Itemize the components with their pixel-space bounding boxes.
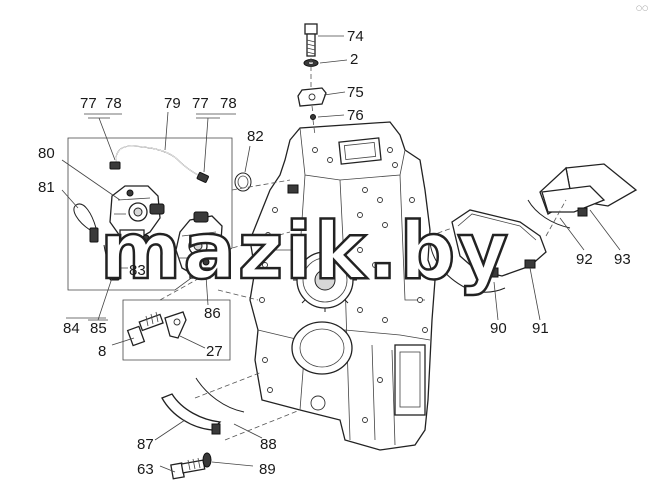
housing-bolt-holes — [259, 147, 428, 423]
cover-90-91 — [429, 209, 547, 293]
callout-63: 63 — [137, 461, 154, 478]
callout-76: 76 — [347, 107, 364, 124]
callout-78b: 78 — [220, 95, 237, 112]
callout-92: 92 — [576, 251, 593, 268]
callout-82: 82 — [247, 128, 264, 145]
callout-75: 75 — [347, 84, 364, 101]
callout-77b: 77 — [192, 95, 209, 112]
bolt-63-washer-89 — [170, 452, 212, 480]
callout-83: 83 — [129, 262, 146, 279]
callout-93: 93 — [614, 251, 631, 268]
callout-86: 86 — [204, 305, 221, 322]
callout-8: 8 — [98, 343, 106, 360]
valve-body-86 — [175, 211, 223, 279]
bolt-8-plate-27 — [122, 299, 231, 361]
tube-79 — [109, 145, 209, 183]
top-bolt-assembly — [297, 23, 327, 136]
callout-90: 90 — [490, 320, 507, 337]
callout-78a: 78 — [105, 95, 122, 112]
assembly-guide-lines — [159, 179, 567, 441]
cover-92-93 — [527, 163, 638, 229]
watermark: mazik.by — [100, 207, 510, 297]
callout-2: 2 — [350, 51, 358, 68]
callout-88: 88 — [260, 436, 277, 453]
callout-85: 85 — [90, 320, 107, 337]
callout-79: 79 — [164, 95, 181, 112]
callout-81: 81 — [38, 179, 55, 196]
callout-27: 27 — [206, 343, 223, 360]
gearbox-housing — [249, 121, 436, 451]
callout-80: 80 — [38, 145, 55, 162]
corner-mark: ○○ — [636, 4, 648, 12]
callout-74: 74 — [347, 28, 364, 45]
callout-87: 87 — [137, 436, 154, 453]
callout-89: 89 — [259, 461, 276, 478]
callout-labels: 74 2 75 76 77 78 79 77 78 80 81 82 83 84… — [38, 28, 631, 478]
cover-87-88 — [161, 377, 245, 435]
valve-body-80 — [109, 185, 165, 243]
hose-81 — [73, 203, 120, 281]
callout-77a: 77 — [80, 95, 97, 112]
callout-91: 91 — [532, 320, 549, 337]
leader-lines — [61, 35, 621, 473]
callout-84: 84 — [63, 320, 80, 337]
